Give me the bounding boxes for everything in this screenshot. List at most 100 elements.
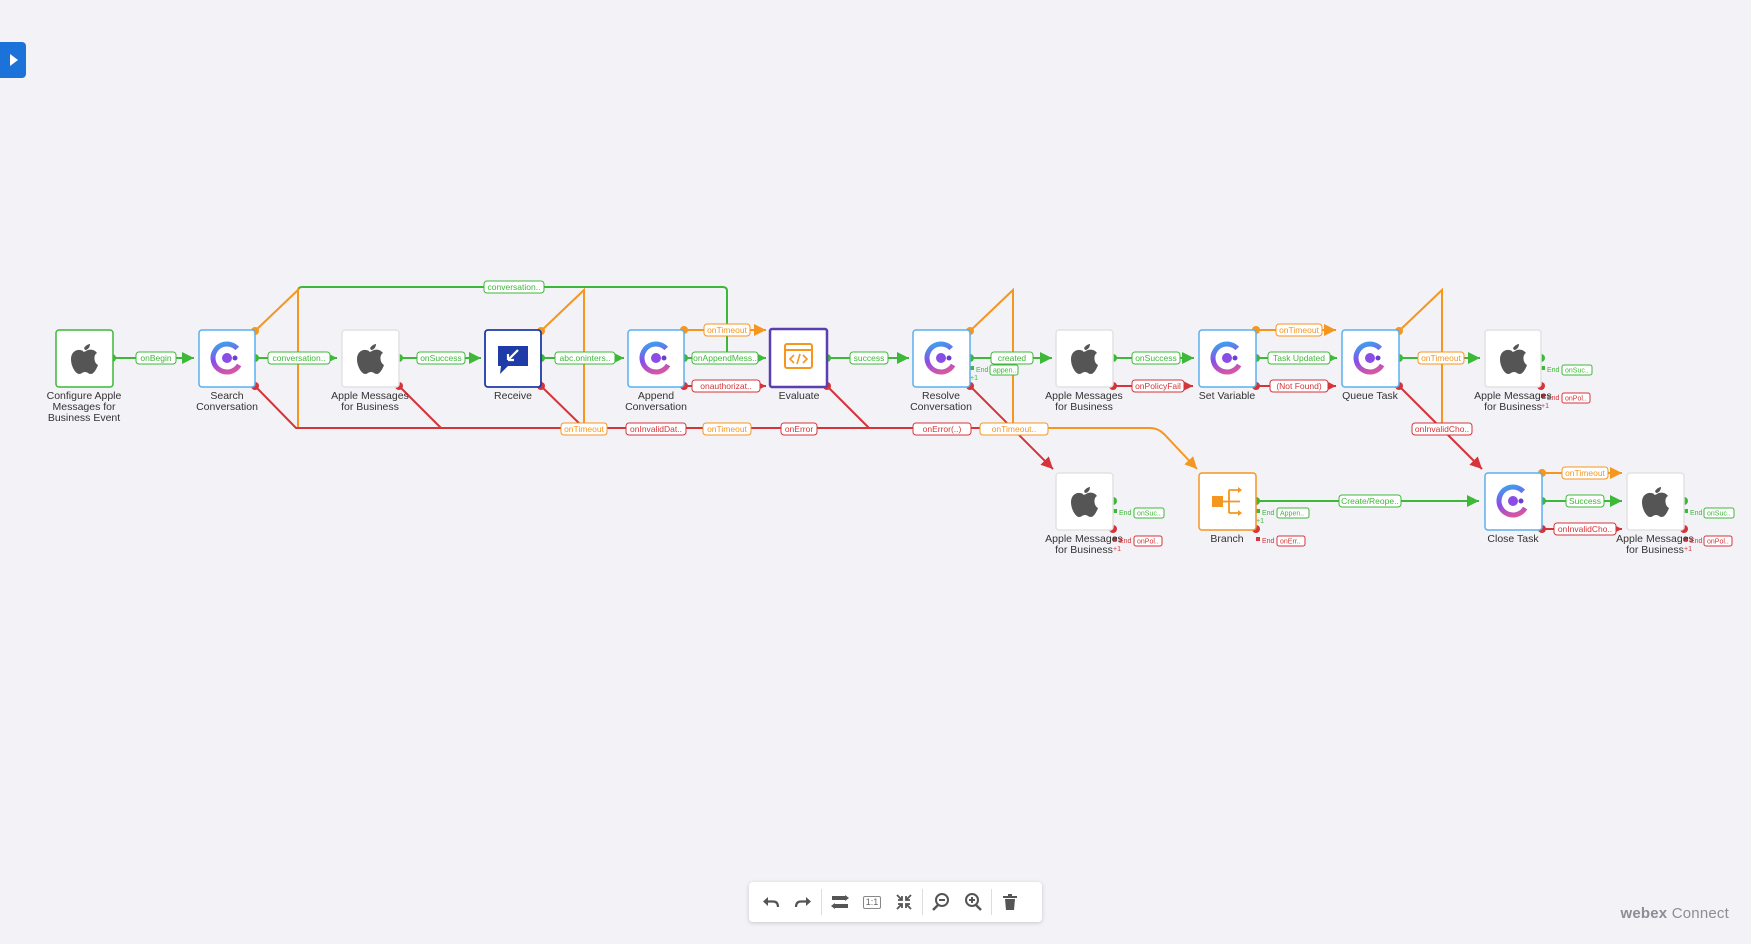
svg-text:Set Variable: Set Variable — [1199, 390, 1256, 402]
redo-button[interactable] — [787, 886, 819, 918]
edge-label-success-eval[interactable]: success — [849, 351, 889, 365]
svg-text:onPolicyFail: onPolicyFail — [1135, 381, 1181, 391]
auto-layout-button[interactable] — [824, 886, 856, 918]
edge-label-onerror-resolve[interactable]: onError(..) — [912, 422, 972, 436]
edge-label-onerror[interactable]: onError — [780, 422, 818, 436]
svg-text:for Business: for Business — [1484, 401, 1542, 413]
svg-text:onTimeout: onTimeout — [1279, 325, 1319, 335]
svg-text:(Not Found): (Not Found) — [1276, 381, 1322, 391]
svg-text:Branch: Branch — [1210, 533, 1243, 545]
branch-icon — [1212, 487, 1242, 516]
svg-text:onauthorizat..: onauthorizat.. — [700, 381, 752, 391]
svg-text:End: End — [1262, 510, 1275, 517]
zoom-out-button[interactable] — [925, 886, 957, 918]
node-append-conversation[interactable]: Append Conversation — [625, 329, 687, 413]
node-close-task[interactable]: Close Task — [1484, 472, 1543, 545]
edge-label-task-updated[interactable]: Task Updated — [1267, 351, 1331, 365]
edge-label-oninvaliddat[interactable]: onInvalidDat.. — [625, 422, 687, 436]
svg-text:for Business: for Business — [341, 401, 399, 413]
svg-text:Queue Task: Queue Task — [1342, 390, 1399, 402]
svg-text:Create/Reope..: Create/Reope.. — [1341, 496, 1399, 506]
node-apple-messages-2[interactable]: Apple Messages for Business — [1045, 329, 1123, 413]
end-marker-resolve[interactable]: End appen.. +1 — [970, 364, 1019, 382]
node-resolve-conversation[interactable]: Resolve Conversation — [910, 329, 972, 413]
end-markers: End appen.. +1 End onSuc.. End onPol.. +… — [970, 364, 1735, 553]
edge-label-ontimeout-resolve[interactable]: onTimeout.. — [979, 422, 1049, 436]
svg-text:Conversation: Conversation — [196, 401, 258, 413]
svg-text:onSuccess: onSuccess — [1135, 353, 1177, 363]
svg-text:onPol..: onPol.. — [1707, 539, 1729, 546]
code-icon — [784, 343, 813, 369]
node-apple-messages-3[interactable]: Apple Messages for Business — [1474, 329, 1552, 413]
edge-label-conversation[interactable]: conversation.. — [267, 351, 331, 365]
node-apple-messages-5[interactable]: Apple Messages for Business — [1616, 472, 1694, 556]
undo-icon — [763, 897, 780, 908]
node-apple-messages-1[interactable]: Apple Messages for Business — [331, 329, 409, 413]
svg-text:Apple Messages: Apple Messages — [1616, 533, 1694, 545]
edge-label-ontimeout-row2[interactable]: onTimeout — [702, 422, 752, 436]
svg-text:Messages for: Messages for — [52, 401, 116, 413]
svg-text:Apple Messages: Apple Messages — [1474, 390, 1552, 402]
svg-text:onTimeout: onTimeout — [1565, 468, 1605, 478]
zoom-in-button[interactable] — [957, 886, 989, 918]
edge-label-onauthorizat[interactable]: onauthorizat.. — [691, 379, 761, 393]
edge-label-oninvalidcho-close[interactable]: onInvalidCho.. — [1553, 522, 1617, 536]
edge-label-onpolicyfail[interactable]: onPolicyFail — [1131, 379, 1185, 393]
edge-label-ontimeout-append[interactable]: onTimeout — [703, 323, 751, 337]
svg-text:+1: +1 — [1541, 403, 1549, 410]
sidebar-toggle-button[interactable] — [0, 42, 26, 78]
svg-text:End: End — [1547, 395, 1560, 402]
end-marker-amb3[interactable]: End onSuc.. End onPol.. +1 — [1541, 364, 1593, 410]
svg-text:conversation..: conversation.. — [273, 353, 326, 363]
end-marker-amb5[interactable]: End onSuc.. End onPol.. +1 — [1684, 507, 1735, 553]
undo-button[interactable] — [755, 886, 787, 918]
edge-label-onsuccess-1[interactable]: onSuccess — [416, 351, 466, 365]
edge-label-created[interactable]: created — [990, 351, 1034, 365]
svg-text:abc.oninters..: abc.oninters.. — [559, 353, 610, 363]
svg-text:onTimeout: onTimeout — [1421, 353, 1461, 363]
edge-label-ontimeout-close[interactable]: onTimeout — [1561, 466, 1609, 480]
edge-label-onappendmess[interactable]: onAppendMess.. — [691, 351, 759, 365]
svg-text:for Business: for Business — [1055, 544, 1113, 556]
toolbar-divider — [991, 889, 992, 915]
node-receive[interactable]: Receive — [484, 329, 542, 402]
svg-text:for Business: for Business — [1055, 401, 1113, 413]
node-search-conversation[interactable]: Search Conversation — [196, 329, 258, 413]
svg-text:Apple Messages: Apple Messages — [1045, 390, 1123, 402]
svg-text:onSuc..: onSuc.. — [1137, 511, 1161, 518]
edge-label-ontimeout-queue[interactable]: onTimeout — [1417, 351, 1465, 365]
edge-label-create-reopen[interactable]: Create/Reope.. — [1338, 494, 1402, 508]
edge-label-oninvalidcho-queue[interactable]: onInvalidCho.. — [1411, 422, 1473, 436]
edge-label-ontimeout-setvar[interactable]: onTimeout — [1275, 323, 1323, 337]
node-branch[interactable]: Branch — [1198, 472, 1257, 545]
edge-label-not-found[interactable]: (Not Found) — [1269, 379, 1329, 393]
connections — [112, 286, 1622, 535]
edge-label-success-close[interactable]: Success — [1565, 494, 1605, 508]
svg-text:onTimeout: onTimeout — [707, 325, 747, 335]
svg-text:Business Event: Business Event — [48, 412, 120, 424]
end-marker-amb4[interactable]: End onSuc.. End onPol.. +1 — [1113, 507, 1165, 553]
node-apple-messages-4[interactable]: Apple Messages for Business — [1045, 472, 1123, 556]
edge-label-onsuccess-2[interactable]: onSuccess — [1131, 351, 1181, 365]
actual-size-button[interactable]: 1:1 — [856, 886, 888, 918]
node-queue-task[interactable]: Queue Task — [1341, 329, 1400, 402]
svg-text:Receive: Receive — [494, 390, 532, 402]
svg-text:Append: Append — [638, 390, 674, 402]
delete-button[interactable] — [994, 886, 1026, 918]
edge-label-abc[interactable]: abc.oninters.. — [554, 351, 616, 365]
redo-icon — [794, 897, 811, 908]
end-marker-branch[interactable]: End Appen.. +1 End onErr.. — [1256, 507, 1310, 547]
svg-text:onTimeout: onTimeout — [564, 424, 604, 434]
edge-label-ontimeout-row[interactable]: onTimeout — [560, 422, 608, 436]
svg-text:End: End — [1119, 538, 1132, 545]
node-set-variable[interactable]: Set Variable — [1198, 329, 1257, 402]
svg-text:Resolve: Resolve — [922, 390, 960, 402]
svg-text:onInvalidCho..: onInvalidCho.. — [1415, 424, 1469, 434]
node-evaluate[interactable]: Evaluate — [768, 327, 829, 402]
edge-label-onbegin[interactable]: onBegin — [135, 351, 177, 365]
edge-label-conversation-top[interactable]: conversation.. — [483, 280, 545, 294]
node-configure[interactable]: Configure Apple Messages for Business Ev… — [47, 329, 122, 424]
zoom-out-icon — [932, 893, 949, 911]
collapse-button[interactable] — [888, 886, 920, 918]
